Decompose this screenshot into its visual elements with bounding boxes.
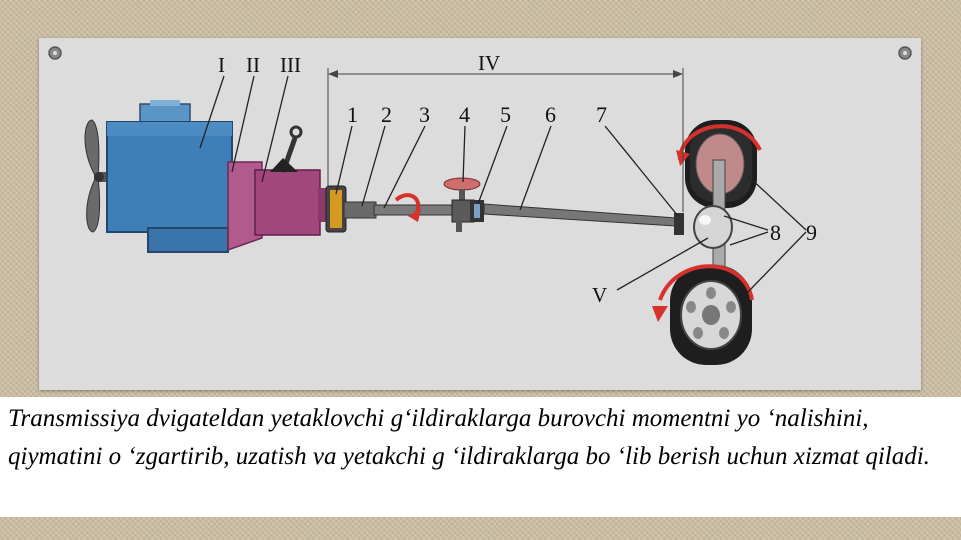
pin-left-icon bbox=[48, 46, 62, 60]
label-6: 6 bbox=[545, 102, 556, 127]
clutch-housing bbox=[227, 161, 263, 252]
cardan-shaft-rear bbox=[483, 203, 677, 227]
gearbox bbox=[254, 125, 328, 236]
caption-text: Transmissiya dvigateldan yetaklovchi g‘i… bbox=[8, 405, 930, 470]
fan-icon bbox=[84, 119, 108, 233]
cardan-shaft-front bbox=[343, 201, 455, 219]
leader-lines bbox=[199, 75, 807, 293]
diagram-board: I II III IV V 1 2 3 4 5 6 7 8 9 bbox=[39, 38, 921, 390]
rear-joint bbox=[674, 213, 684, 235]
label-8: 8 bbox=[770, 220, 781, 245]
label-2: 2 bbox=[381, 102, 392, 127]
label-IV: IV bbox=[478, 51, 500, 75]
label-9: 9 bbox=[806, 220, 817, 245]
label-II: II bbox=[246, 53, 260, 77]
label-I: I bbox=[218, 53, 225, 77]
label-5: 5 bbox=[500, 102, 511, 127]
intermediate-support bbox=[443, 177, 481, 232]
label-1: 1 bbox=[347, 102, 358, 127]
engine bbox=[106, 100, 233, 253]
label-3: 3 bbox=[419, 102, 430, 127]
caption-box: Transmissiya dvigateldan yetaklovchi g‘i… bbox=[0, 397, 961, 517]
label-7: 7 bbox=[596, 102, 607, 127]
transmission-diagram: I II III IV V 1 2 3 4 5 6 7 8 9 bbox=[48, 46, 912, 365]
universal-joint bbox=[470, 200, 484, 222]
rear-axle bbox=[693, 159, 733, 281]
wheel-lower bbox=[652, 264, 754, 365]
pin-right-icon bbox=[898, 46, 912, 60]
label-III: III bbox=[280, 53, 301, 77]
dimension-iv bbox=[327, 68, 684, 212]
rotation-arrow-icon bbox=[394, 193, 421, 222]
label-V: V bbox=[592, 283, 607, 307]
flange-1 bbox=[325, 185, 347, 233]
label-4: 4 bbox=[459, 102, 470, 127]
